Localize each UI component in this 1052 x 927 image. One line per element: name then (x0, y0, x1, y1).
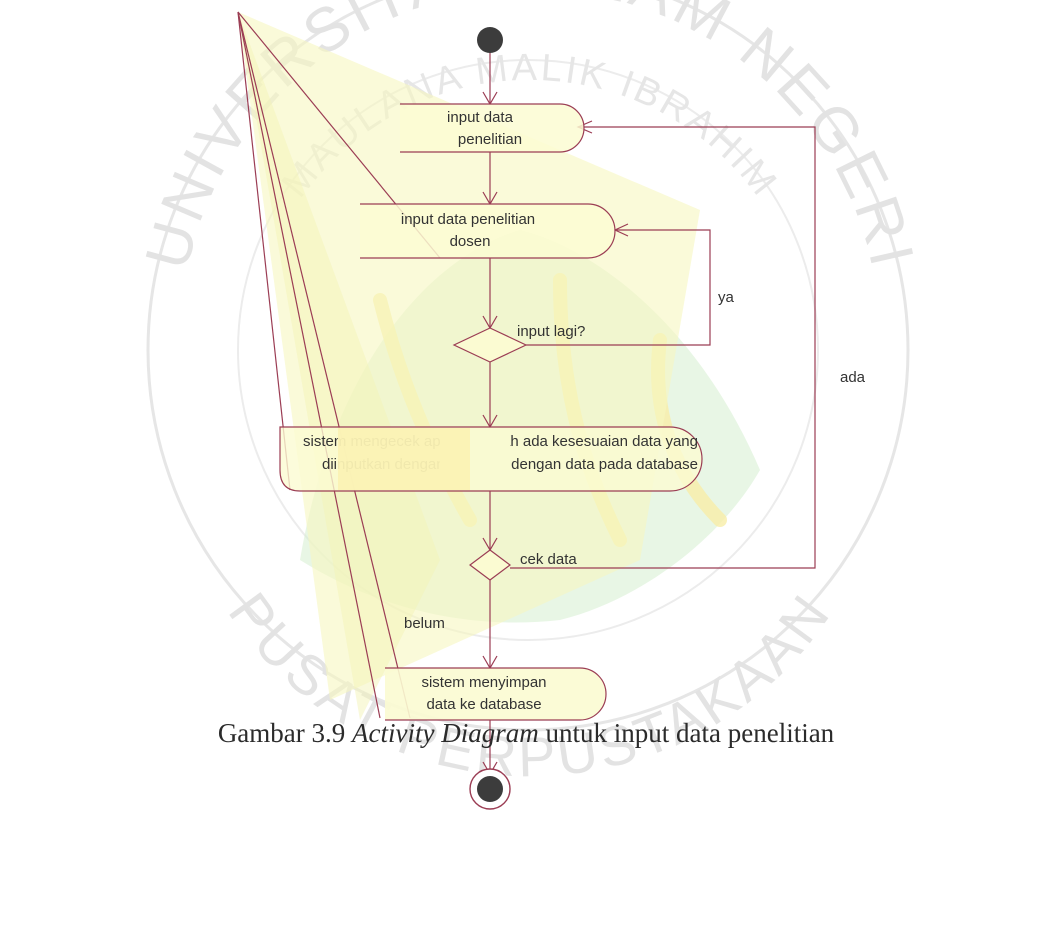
activity-input-dosen-line2: dosen (450, 233, 491, 250)
decision-cek-data-label: cek data (520, 551, 577, 568)
activity-save-data: sistem menyimpan data ke database (385, 667, 607, 721)
flow-edges (237, 11, 816, 776)
overlay-shape (238, 12, 700, 720)
activity-input-dosen: input data penelitian dosen (360, 203, 616, 259)
guard-ya: ya (718, 289, 735, 306)
activity-input-data: input data penelitian (400, 103, 585, 153)
activity-input-dosen-line1: input data penelitian (401, 211, 535, 228)
caption-prefix: Gambar 3.9 (217, 718, 353, 748)
caption-suffix: untuk input data penelitian (538, 718, 835, 748)
end-node (469, 768, 511, 810)
activity-check-data: sistem mengecek apakah ada kesesuaian da… (279, 426, 703, 492)
decision-cek-data: cek data (469, 549, 577, 581)
decision-input-lagi-label: input lagi? (517, 323, 585, 340)
activity-input-data-line2: penelitian (458, 131, 522, 148)
activity-check-line2-right: diinputkan dengan data pada database (439, 456, 698, 473)
figure-caption: Gambar 3.9 Activity Diagram untuk input … (0, 718, 1052, 749)
activity-input-data-line1: input data (447, 109, 514, 126)
watermark-inner-ring (237, 59, 819, 641)
guard-belum: belum (404, 615, 445, 632)
watermark-outer-ring (146, 0, 910, 732)
activity-check-line1-right: sistem mengecek apakah ada kesesuaian da… (349, 433, 698, 450)
guard-ada: ada (840, 369, 866, 386)
decision-input-lagi: input lagi? (452, 323, 585, 363)
activity-save-line2: data ke database (426, 696, 541, 713)
start-node (477, 27, 503, 53)
activity-save-line1: sistem menyimpan (421, 674, 546, 691)
caption-italic: Activity Diagram (352, 718, 539, 748)
